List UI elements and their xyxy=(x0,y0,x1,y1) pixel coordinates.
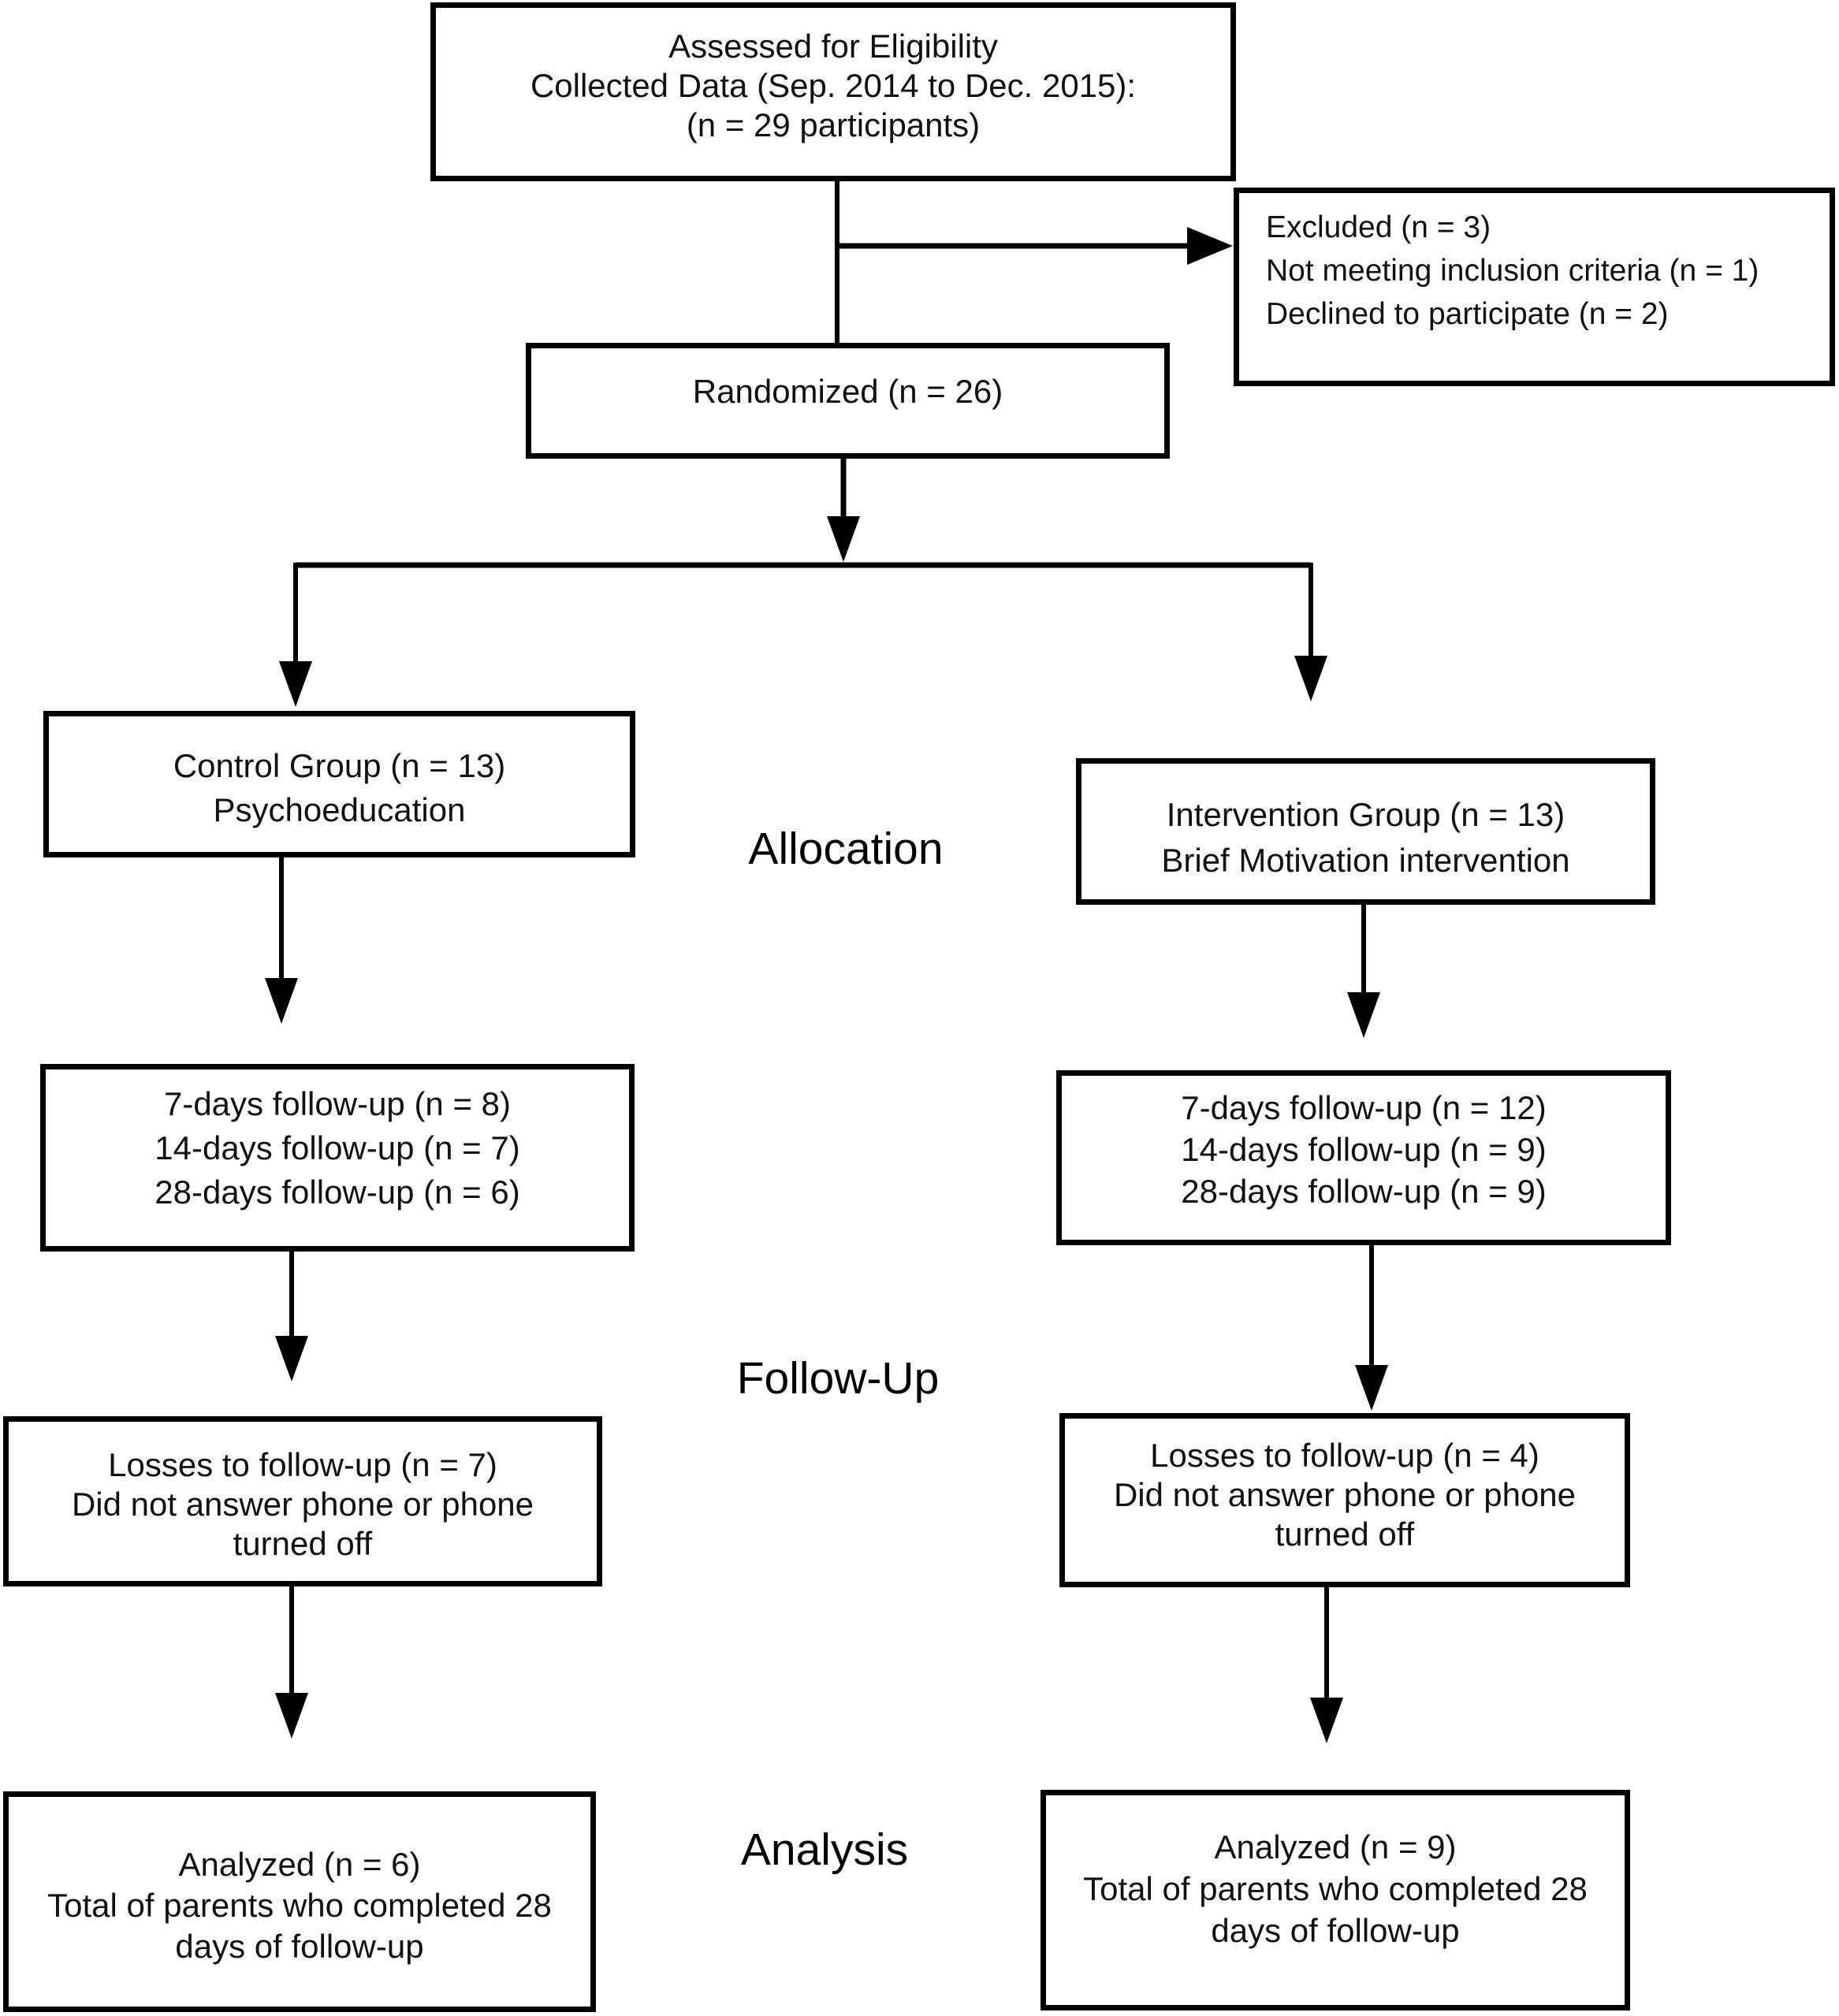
losses-intervention-line-2: Did not answer phone or phone xyxy=(1113,1476,1577,1513)
eligibility-line-3: (n = 29 participants) xyxy=(686,106,981,143)
losses-control-line-1: Losses to follow-up (n = 7) xyxy=(108,1446,497,1483)
arrowhead-followup-control xyxy=(265,978,298,1024)
excluded-line-1: Excluded (n = 3) xyxy=(1266,210,1491,244)
followup-intervention-line-2: 14-days follow-up (n = 9) xyxy=(1181,1131,1547,1168)
analyzed-intervention-line-2: Total of parents who completed 28 xyxy=(1083,1870,1588,1907)
arrowhead-analyzed-intervention xyxy=(1310,1698,1343,1743)
arrowhead-control xyxy=(279,661,312,707)
control-group-box: Control Group (n = 13) Psychoeducation xyxy=(43,711,635,857)
followup-intervention-line-1: 7-days follow-up (n = 12) xyxy=(1181,1089,1547,1126)
analysis-stage-label: Analysis xyxy=(740,1824,909,1875)
arrowhead-losses-intervention xyxy=(1355,1365,1388,1411)
followup-control-line-1: 7-days follow-up (n = 8) xyxy=(163,1085,512,1122)
analyzed-control-line-1: Analyzed (n = 6) xyxy=(178,1846,421,1883)
losses-intervention-box: Losses to follow-up (n = 4) Did not answ… xyxy=(1059,1413,1630,1587)
losses-control-box: Losses to follow-up (n = 7) Did not answ… xyxy=(3,1416,602,1586)
losses-intervention-line-3: turned off xyxy=(1275,1516,1415,1553)
analyzed-intervention-line-3: days of follow-up xyxy=(1211,1912,1460,1949)
losses-control-line-2: Did not answer phone or phone xyxy=(71,1486,534,1523)
losses-intervention-line-1: Losses to follow-up (n = 4) xyxy=(1150,1437,1539,1474)
arrowhead-losses-control xyxy=(275,1336,308,1382)
analyzed-control-line-3: days of follow-up xyxy=(175,1928,424,1965)
arrowhead-intervention xyxy=(1294,656,1327,701)
randomized-line-1: Randomized (n = 26) xyxy=(692,373,1003,410)
arrowhead-followup-intervention xyxy=(1347,992,1380,1038)
arrowhead-analyzed-control xyxy=(275,1693,308,1739)
losses-control-line-3: turned off xyxy=(233,1525,373,1562)
analyzed-control-line-2: Total of parents who completed 28 xyxy=(47,1887,552,1924)
analyzed-intervention-box: Analyzed (n = 9) Total of parents who co… xyxy=(1040,1790,1630,2010)
followup-control-line-3: 28-days follow-up (n = 6) xyxy=(154,1174,520,1211)
followup-intervention-line-3: 28-days follow-up (n = 9) xyxy=(1181,1173,1547,1210)
intervention-group-box: Intervention Group (n = 13) Brief Motiva… xyxy=(1076,758,1655,905)
eligibility-line-2: Collected Data (Sep. 2014 to Dec. 2015): xyxy=(530,67,1137,104)
excluded-line-2: Not meeting inclusion criteria (n = 1) xyxy=(1266,254,1759,288)
allocation-stage-label: Allocation xyxy=(748,824,944,874)
control-group-line-2: Psychoeducation xyxy=(213,791,466,828)
followup-stage-label: Follow-Up xyxy=(736,1353,940,1404)
intervention-group-line-1: Intervention Group (n = 13) xyxy=(1166,796,1565,833)
followup-intervention-box: 7-days follow-up (n = 12) 14-days follow… xyxy=(1056,1070,1671,1245)
analyzed-control-box: Analyzed (n = 6) Total of parents who co… xyxy=(3,1791,596,2012)
arrowhead-excluded xyxy=(1187,227,1233,265)
excluded-line-3: Declined to participate (n = 2) xyxy=(1266,297,1669,331)
arrowhead-split xyxy=(827,516,860,562)
control-group-line-1: Control Group (n = 13) xyxy=(173,747,506,784)
followup-control-box: 7-days follow-up (n = 8) 14-days follow-… xyxy=(40,1064,635,1252)
excluded-box: Excluded (n = 3) Not meeting inclusion c… xyxy=(1234,188,1835,386)
intervention-group-line-2: Brief Motivation intervention xyxy=(1161,842,1570,879)
eligibility-line-1: Assessed for Eligibility xyxy=(668,28,998,65)
followup-control-line-2: 14-days follow-up (n = 7) xyxy=(154,1129,520,1166)
randomized-box: Randomized (n = 26) xyxy=(526,343,1170,459)
analyzed-intervention-line-1: Analyzed (n = 9) xyxy=(1214,1828,1457,1865)
eligibility-box: Assessed for Eligibility Collected Data … xyxy=(430,2,1236,181)
